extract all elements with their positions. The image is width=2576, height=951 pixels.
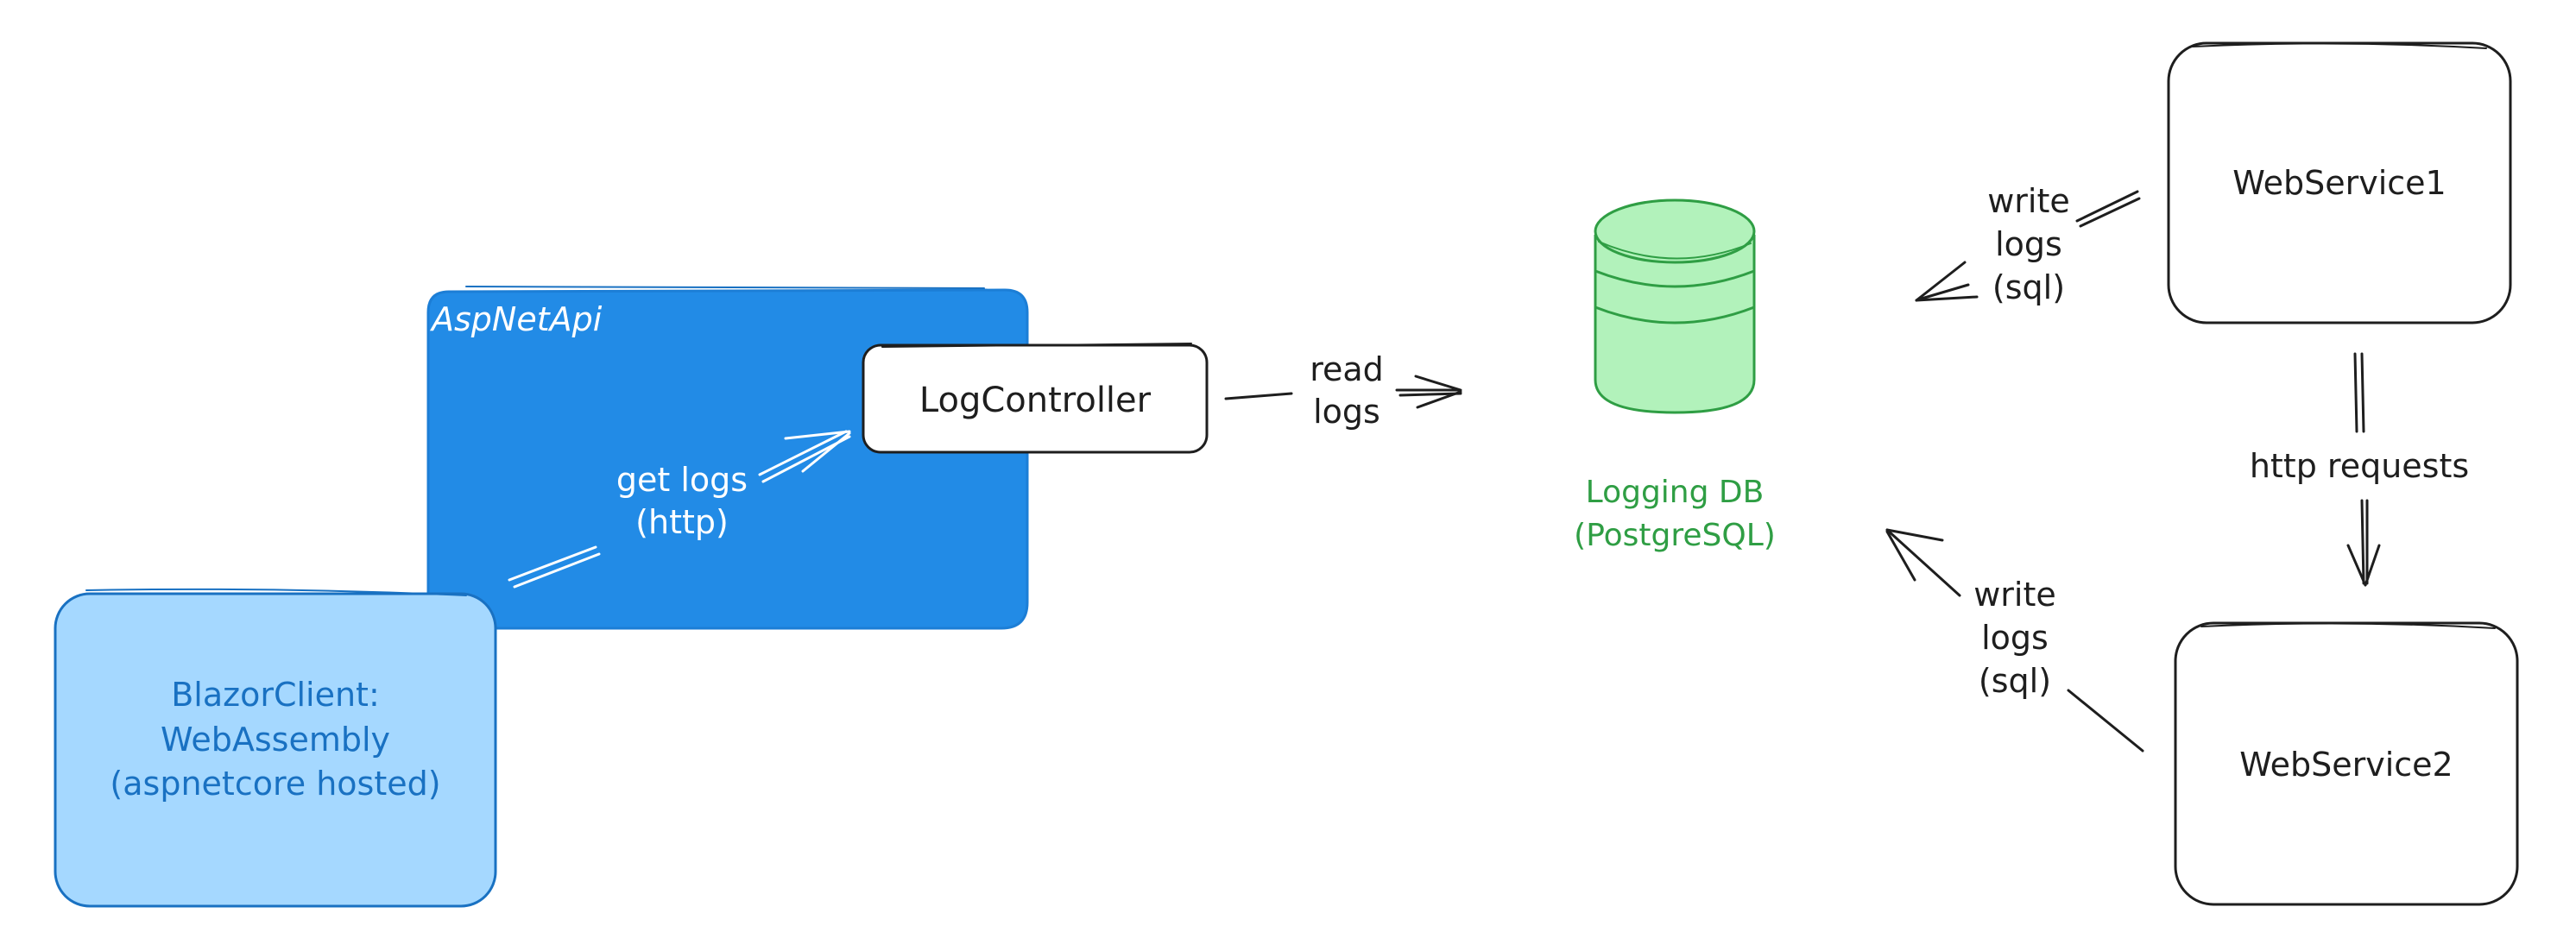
logcontroller-box[interactable]	[862, 343, 1209, 454]
read-logs-line1: read	[1310, 350, 1384, 388]
aspnetapi-title: AspNetApi	[432, 300, 603, 338]
webservice1-box[interactable]	[2167, 41, 2512, 324]
write-logs-2-line2: logs	[1981, 619, 2049, 658]
get-logs-arrow	[508, 430, 851, 589]
write-logs-2-label: write logs (sql)	[1954, 573, 2075, 702]
webservice1-label: WebService1	[2232, 164, 2447, 202]
write-logs-1-arrow	[1915, 190, 2141, 302]
blazorclient-label: BlazorClient: WebAssembly (aspnetcore ho…	[55, 673, 496, 807]
blazorclient-line1: BlazorClient:	[171, 676, 380, 714]
read-logs-label: read logs	[1286, 349, 1407, 434]
database-cylinder[interactable]	[1594, 198, 1756, 414]
blazorclient-line3: (aspnetcore hosted)	[110, 765, 441, 803]
database-line1: Logging DB	[1585, 475, 1765, 510]
write-logs-1-line3: (sql)	[1992, 268, 2066, 307]
http-requests-label: http requests	[2249, 447, 2470, 485]
write-logs-2-arrow	[1885, 528, 2144, 753]
get-logs-line1: get logs	[616, 461, 748, 499]
get-logs-label: get logs (http)	[578, 459, 786, 545]
write-logs-1-line2: logs	[1995, 225, 2062, 264]
database-label: Logging DB (PostgreSQL)	[1545, 471, 1804, 558]
blazorclient-box[interactable]	[54, 588, 497, 908]
write-logs-1-line1: write	[1987, 182, 2070, 220]
logcontroller-label: LogController	[919, 381, 1152, 420]
http-requests-arrow	[2346, 352, 2381, 587]
read-logs-line2: logs	[1313, 393, 1380, 431]
webservice2-box[interactable]	[2174, 621, 2519, 906]
write-logs-2-line3: (sql)	[1978, 662, 2052, 701]
read-logs-arrow	[1224, 375, 1462, 409]
webservice2-label: WebService2	[2239, 746, 2453, 784]
database-line2: (PostgreSQL)	[1574, 518, 1776, 554]
get-logs-line2: (http)	[635, 503, 729, 542]
write-logs-1-label: write logs (sql)	[1968, 179, 2089, 309]
write-logs-2-line1: write	[1973, 576, 2056, 614]
blazorclient-line2: WebAssembly	[161, 720, 390, 759]
